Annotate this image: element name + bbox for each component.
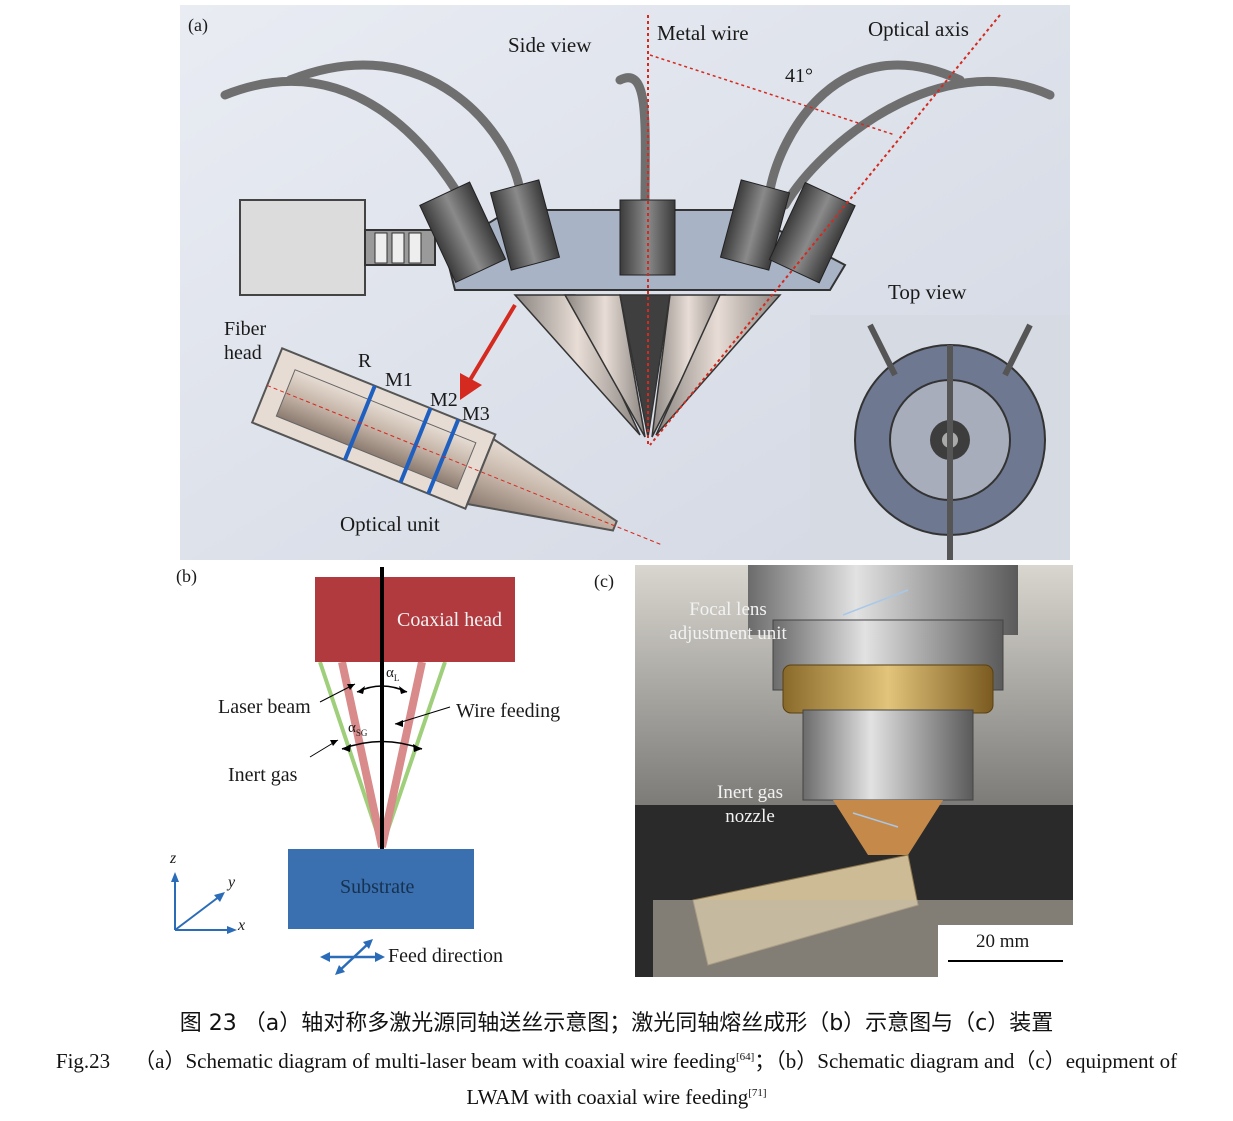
axis-triad (171, 872, 237, 934)
alpha-l-label: αL (386, 665, 400, 683)
caption-english-line1: Fig.23（a）Schematic diagram of multi-lase… (55, 1049, 1178, 1073)
top-view-image (810, 315, 1070, 560)
motor-icon (239, 199, 436, 296)
m1-label: M1 (385, 369, 413, 391)
fiber-holder (719, 179, 791, 271)
optical-axis-label: Optical axis (868, 17, 969, 41)
optical-cones (513, 294, 782, 438)
m2-label: M2 (430, 389, 458, 411)
side-view-label: Side view (508, 33, 592, 57)
ref-71: [71] (748, 1087, 767, 1099)
panel-c: (c) Focal lens adjustment unit Inert gas… (588, 565, 1073, 977)
optical-unit-label: Optical unit (340, 512, 440, 536)
fiber-holder (489, 179, 561, 271)
optical-unit-cutaway (250, 347, 662, 546)
r-label: R (358, 350, 372, 372)
alpha-sg-label: αSG (348, 720, 368, 738)
substrate-box (288, 849, 474, 929)
caption-english-line2: LWAM with coaxial wire feeding[71] (466, 1085, 767, 1109)
feed-direction-icon (320, 939, 385, 975)
red-arrow-icon (460, 303, 517, 400)
angle-arc-line (649, 54, 896, 136)
axis-y-label: y (228, 874, 236, 891)
axis-z-label: z (170, 850, 177, 867)
coaxial-head-label: Coaxial head (397, 609, 502, 631)
panel-a-drawing (180, 5, 1070, 560)
coaxial-head-box (315, 577, 515, 662)
panel-b-drawing (171, 567, 515, 975)
fiber-holder (419, 181, 507, 284)
laser-beam (338, 661, 386, 848)
caption-fig-number: Fig.23 (55, 1049, 111, 1073)
caption-chinese: 图 23 （a）轴对称多激光源同轴送丝示意图；激光同轴熔丝成形（b）示意图与（c… (179, 1011, 1054, 1036)
optical-axis-line (649, 14, 1001, 446)
top-view-label: Top view (888, 280, 967, 304)
panel-b: (b) Coaxial head Laser beam Wire feeding… (170, 562, 620, 982)
panel-c-photo (635, 565, 1073, 977)
metal-wire-label: Metal wire (657, 21, 749, 45)
wire-feeding-label: Wire feeding (456, 700, 561, 722)
panel-a: (a) Side view Metal wire Optical axis 41… (180, 5, 1070, 560)
angle-label: 41° (785, 65, 813, 87)
scale-bar-label: 20 mm (976, 931, 1030, 952)
inert-gas-nozzle-label: Inert gas nozzle (717, 782, 783, 827)
focal-lens-label: Focal lens adjustment unit (669, 599, 787, 644)
cable-group (220, 60, 1055, 210)
fiber-head-label: Fiber head (224, 318, 267, 364)
inert-gas-label: Inert gas (228, 764, 298, 786)
axis-x-label: x (238, 917, 246, 934)
substrate-label: Substrate (340, 876, 415, 898)
panel-b-tag: (b) (176, 566, 197, 586)
ref-64: [64] (735, 1051, 755, 1063)
feed-direction-label: Feed direction (388, 945, 503, 967)
panel-c-tag: (c) (594, 571, 614, 591)
panel-a-tag: (a) (188, 15, 208, 35)
laser-beam (378, 661, 426, 848)
m3-label: M3 (462, 403, 490, 425)
fiber-holder (768, 181, 856, 284)
laser-beam-label: Laser beam (218, 696, 311, 718)
